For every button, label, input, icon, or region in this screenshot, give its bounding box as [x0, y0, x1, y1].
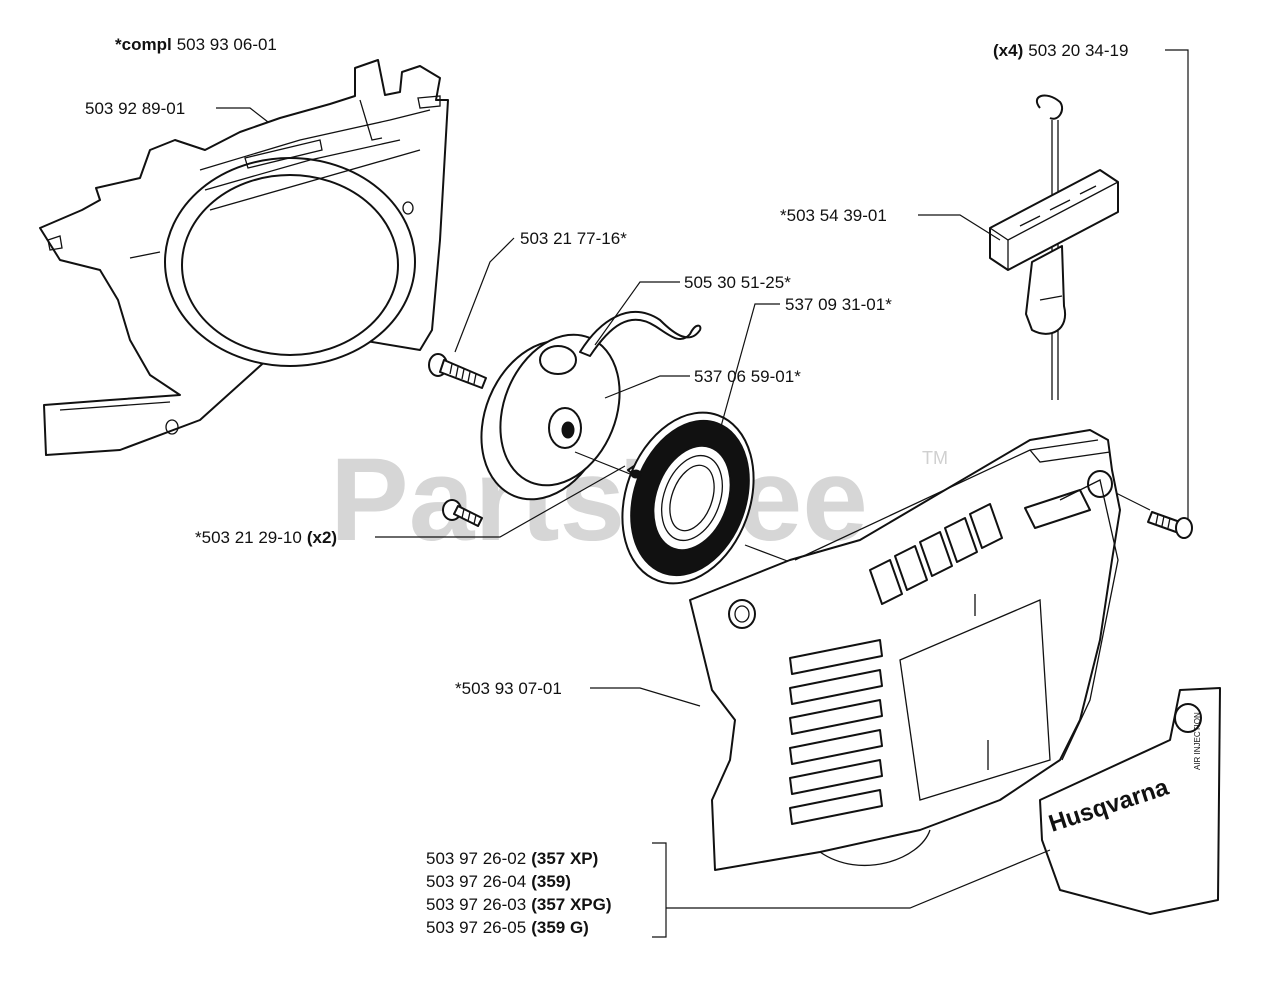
leader-line-decal	[666, 849, 1051, 909]
label-cover-screw-qty: (x4)	[993, 41, 1023, 60]
assembly-axis-line-2	[744, 544, 791, 563]
decal-row: 503 97 26-04(359)	[426, 872, 571, 891]
recoil-spring-part[interactable]	[600, 394, 777, 602]
leader-line-small-screw	[375, 465, 626, 538]
label-pulley: 537 06 59-01*	[694, 367, 801, 386]
label-handle: *503 54 39-01	[780, 206, 887, 225]
label-cover-screw: (x4) 503 20 34-19	[993, 41, 1128, 60]
leader-line-spring	[719, 303, 780, 431]
assembly-axis-line-1	[574, 451, 641, 479]
decal-row: 503 97 26-03(357 XPG)	[426, 895, 612, 914]
leader-line-cover	[590, 687, 701, 707]
label-compl-number: 503 93 06-01	[177, 35, 277, 54]
leader-line-screw-pulley	[454, 237, 515, 353]
cover-screw-part[interactable]	[1147, 511, 1193, 539]
label-small-screw: *503 21 29-10 (x2)	[195, 528, 337, 547]
pulley-screw-part[interactable]	[428, 353, 487, 389]
decal-part[interactable]: Husqvarna AIR INJECTION	[1039, 687, 1221, 915]
label-spring: 537 09 31-01*	[785, 295, 892, 314]
label-housing: 503 92 89-01	[85, 99, 185, 118]
decal-bracket	[652, 842, 667, 938]
starter-handle-part[interactable]	[989, 94, 1119, 400]
decal-small-text: AIR INJECTION	[1193, 712, 1202, 770]
label-cover-screw-number: 503 20 34-19	[1028, 41, 1128, 60]
label-compl-prefix: *compl	[115, 35, 172, 54]
watermark-trademark: TM	[922, 448, 948, 468]
label-screw-pulley: 503 21 77-16*	[520, 229, 627, 248]
label-compl: *compl 503 93 06-01	[115, 35, 277, 54]
label-cover: *503 93 07-01	[455, 679, 562, 698]
leader-line-housing	[216, 107, 269, 123]
label-small-screw-number: *503 21 29-10	[195, 528, 302, 547]
starter-cover-part[interactable]	[689, 429, 1121, 871]
small-screw-part[interactable]	[442, 499, 483, 527]
leader-line-cord	[594, 281, 680, 346]
leader-line-cover-screw	[1165, 49, 1189, 520]
decal-row: 503 97 26-02(357 XP)	[426, 849, 598, 868]
label-cord: 505 30 51-25*	[684, 273, 791, 292]
starter-housing-part[interactable]	[39, 59, 449, 456]
leader-line-handle	[918, 214, 1001, 241]
starter-pulley-part[interactable]	[459, 317, 641, 519]
decal-row: 503 97 26-05(359 G)	[426, 918, 589, 937]
label-small-screw-qty: (x2)	[307, 528, 337, 547]
leader-line-pulley	[604, 375, 690, 399]
